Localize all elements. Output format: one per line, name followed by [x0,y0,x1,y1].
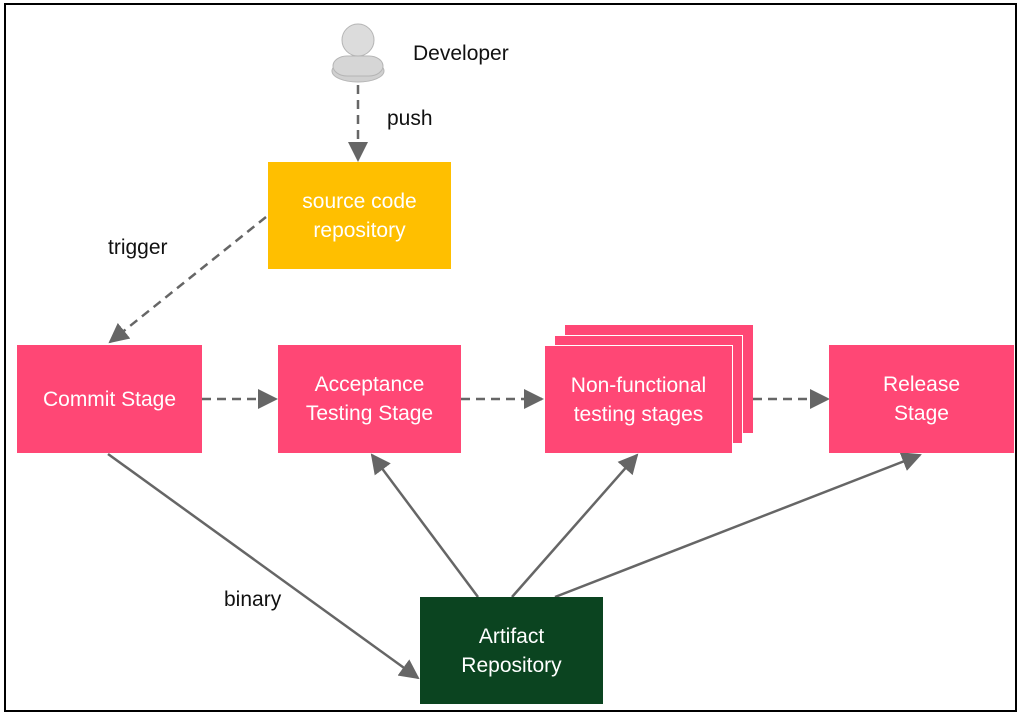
user-icon [331,23,385,83]
acceptance-testing-stage-node: Acceptance Testing Stage [278,345,461,453]
edge-trigger [108,216,267,344]
artifact-repository-node: Artifact Repository [420,597,603,704]
developer-label: Developer [413,42,509,65]
edge-artifact-to-acceptance [370,453,480,598]
source-code-repository-node: source code repository [268,162,451,269]
edge-artifact-to-nonfunctional [511,453,639,598]
push-label: push [387,107,433,130]
commit-stage-node: Commit Stage [17,345,202,453]
release-stage-node: Release Stage [829,345,1014,453]
edge-artifact-to-release [554,452,922,599]
trigger-label: trigger [108,236,168,259]
binary-label: binary [224,588,282,611]
nonfunctional-stack-front: Non-functional testing stages [545,345,733,453]
edge-binary [107,452,420,680]
